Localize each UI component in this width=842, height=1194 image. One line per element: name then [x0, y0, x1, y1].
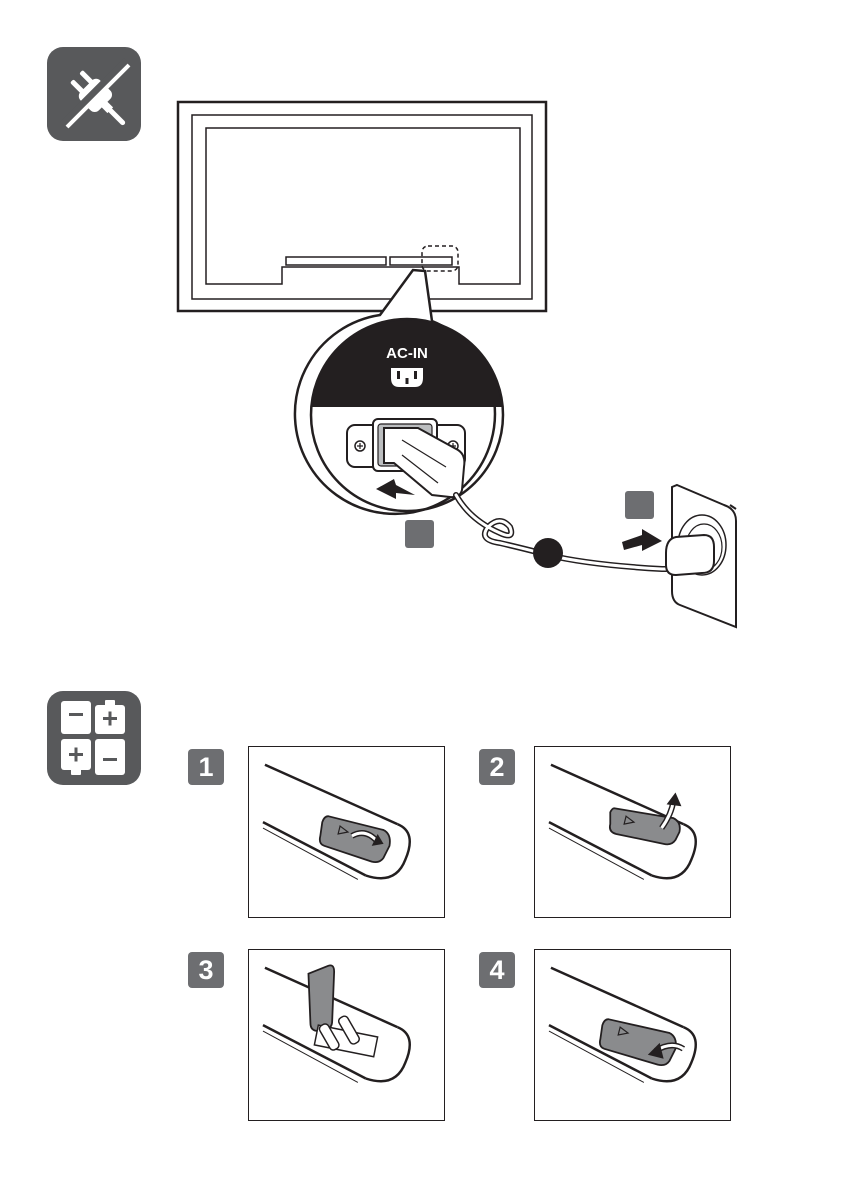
step-1-illustration [248, 746, 445, 918]
step-badge-3: 3 [188, 952, 224, 988]
step-marker-c [625, 491, 654, 519]
step-3-illustration [248, 949, 445, 1121]
step-2-illustration [534, 746, 731, 918]
power-connection-diagram: AC-IN [170, 95, 770, 635]
battery-section-icon [47, 691, 141, 785]
plug-icon [47, 47, 141, 141]
tv-back [178, 102, 546, 311]
step-4-illustration [534, 949, 731, 1121]
step-marker-a [405, 520, 434, 548]
ac-in-label: AC-IN [386, 345, 428, 362]
step-badge-1: 1 [188, 749, 224, 785]
step-marker-b [533, 538, 563, 568]
battery-cover-open [308, 965, 334, 1031]
power-section-icon [47, 47, 141, 141]
insert-arrow-wall-icon [622, 529, 662, 551]
socket-symbol-icon [391, 368, 423, 387]
step-badge-2: 2 [479, 749, 515, 785]
step-badge-4: 4 [479, 952, 515, 988]
power-plug-wall-end [666, 535, 714, 575]
battery-icon [47, 691, 141, 785]
